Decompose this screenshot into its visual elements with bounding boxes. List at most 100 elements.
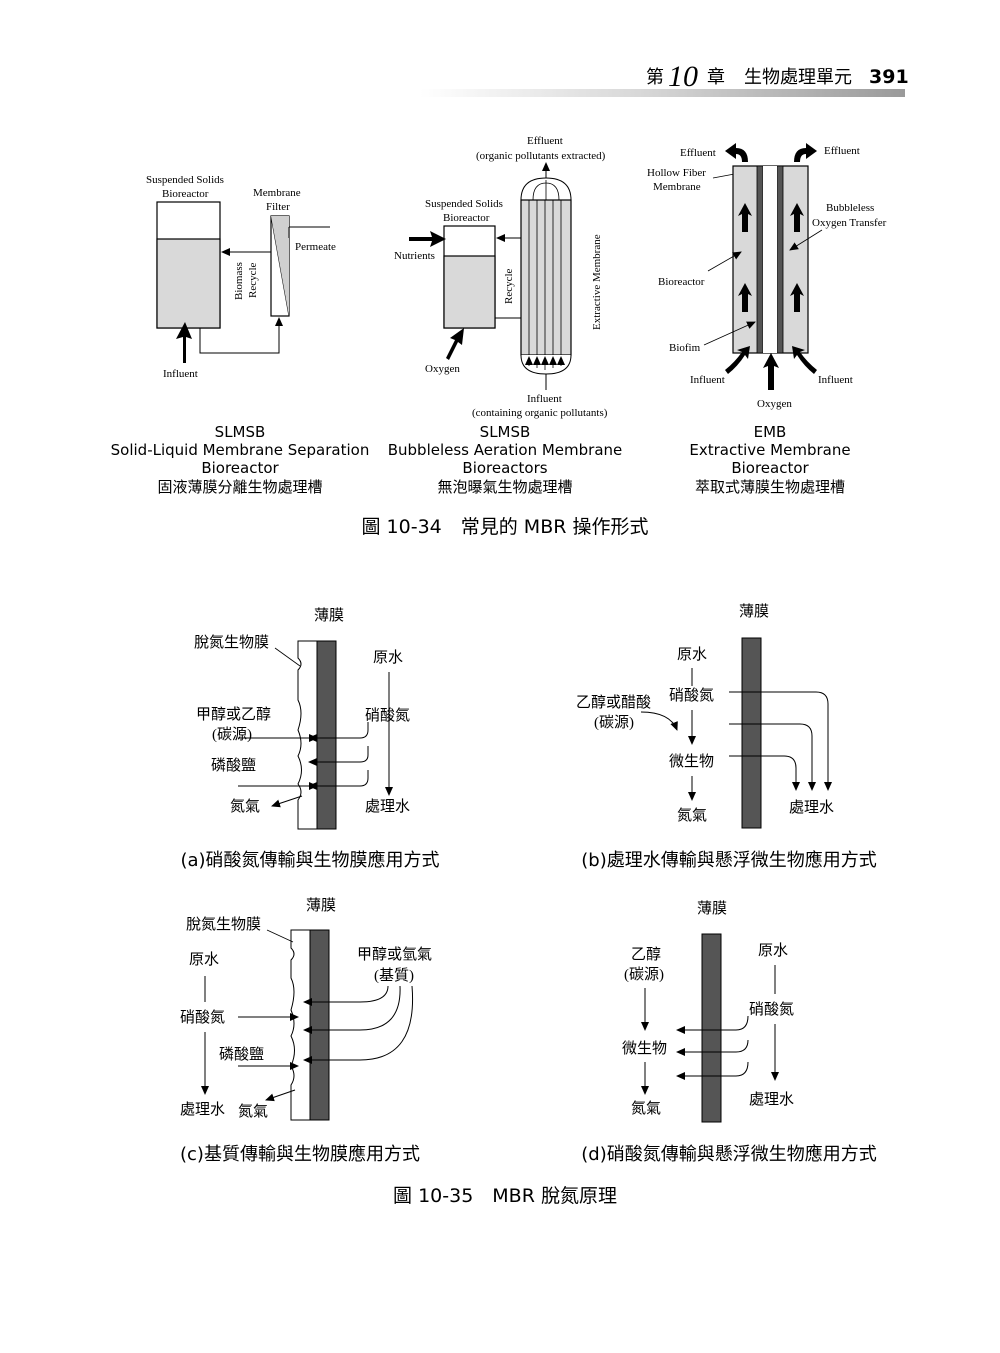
slmsb-permeate-label: Permeate bbox=[295, 241, 336, 253]
bamb-membrane-label: Extractive Membrane bbox=[591, 234, 603, 330]
emb-bubbleless-label: Bubbleless bbox=[826, 202, 874, 214]
slmsb-caption-1: SLMSB bbox=[215, 423, 266, 441]
bamb-caption-1: SLMSB bbox=[480, 423, 531, 441]
bamb-diagram: Effluent (organic pollutants extracted) … bbox=[394, 135, 608, 419]
panel-b: 薄膜 原水 硝酸氮 乙醇或醋酸 (碳源) 微生物 氮氣 處理水 bbox=[576, 603, 834, 829]
emb-membrane-right bbox=[776, 165, 784, 354]
d-carbon-sub: (碳源) bbox=[624, 966, 664, 983]
d-raw-water-label: 原水 bbox=[758, 942, 788, 959]
a-membrane-label: 薄膜 bbox=[314, 607, 344, 624]
chapter-prefix: 第 bbox=[646, 67, 664, 88]
emb-oxygen-label: Oxygen bbox=[757, 398, 792, 410]
emb-caption-3: Bioreactor bbox=[731, 459, 809, 477]
bamb-nutrients-arrow bbox=[409, 231, 446, 247]
bamb-bioreactor-label-2: Bioreactor bbox=[443, 212, 490, 224]
emb-bioreactor-label: Bioreactor bbox=[658, 276, 705, 288]
slmsb-bioreactor-label-2: Bioreactor bbox=[162, 188, 209, 200]
c-substrate-label: 甲醇或氫氣 bbox=[357, 946, 432, 963]
b-treated-label: 處理水 bbox=[789, 799, 834, 816]
b-nitrate-label: 硝酸氮 bbox=[669, 687, 714, 704]
d-nitrate-label: 硝酸氮 bbox=[749, 1001, 794, 1018]
figure34-caption: 圖 10-34 常見的 MBR 操作形式 bbox=[362, 516, 649, 538]
d-caption: (d)硝酸氮傳輸與懸浮微生物應用方式 bbox=[581, 1143, 876, 1165]
c-treated-label: 處理水 bbox=[180, 1101, 225, 1118]
b-carbon-label: 乙醇或醋酸 bbox=[576, 694, 651, 711]
b-raw-water-label: 原水 bbox=[677, 646, 707, 663]
bamb-oxygen-arrow bbox=[446, 328, 464, 360]
c-phosphate-label: 磷酸鹽 bbox=[219, 1046, 264, 1063]
a-biofilm-label: 脫氮生物膜 bbox=[194, 634, 269, 651]
emb-caption-4: 萃取式薄膜生物處理槽 bbox=[695, 478, 845, 496]
a-raw-water-label: 原水 bbox=[373, 649, 403, 666]
a-phosphate-label: 磷酸鹽 bbox=[211, 757, 256, 774]
emb-effluent-right-arrow bbox=[794, 143, 817, 162]
b-membrane-label: 薄膜 bbox=[739, 603, 769, 620]
a-nitrate-label: 硝酸氮 bbox=[365, 707, 410, 724]
emb-membrane-left bbox=[756, 165, 764, 354]
slmsb-diagram: Suspended Solids Bioreactor Membrane Fil… bbox=[146, 174, 336, 380]
b-nitrogen-label: 氮氣 bbox=[677, 807, 707, 824]
c-membrane bbox=[309, 929, 330, 1121]
figure34-sub-captions: SLMSB Solid-Liquid Membrane Separation B… bbox=[111, 423, 851, 496]
b-carbon-sub: (碳源) bbox=[594, 714, 634, 731]
slmsb-recycle-label: Biomass bbox=[233, 262, 245, 300]
a-carbon-label: 甲醇或乙醇 bbox=[196, 706, 271, 723]
figure35-caption: 圖 10-35 MBR 脫氮原理 bbox=[393, 1185, 617, 1207]
bamb-nutrients-label: Nutrients bbox=[394, 250, 435, 262]
bamb-caption-2: Bubbleless Aeration Membrane bbox=[388, 441, 623, 459]
emb-diagram: Effluent Effluent Hollow Fiber Membrane … bbox=[647, 143, 887, 410]
emb-caption-1: EMB bbox=[754, 423, 787, 441]
slmsb-caption-4: 固液薄膜分離生物處理槽 bbox=[157, 478, 322, 496]
emb-caption-2: Extractive Membrane bbox=[689, 441, 850, 459]
page-header: 第 10 章 生物處理單元 391 bbox=[420, 60, 909, 97]
panel-a: 薄膜 脫氮生物膜 原水 硝酸氮 甲醇或乙醇 (碳源) 磷酸鹽 氮氣 處理水 bbox=[194, 607, 410, 830]
d-treated-label: 處理水 bbox=[749, 1091, 794, 1108]
slmsb-influent-label: Influent bbox=[163, 368, 198, 380]
a-treated-label: 處理水 bbox=[365, 798, 410, 815]
c-membrane-label: 薄膜 bbox=[306, 897, 336, 914]
emb-influent-left: Influent bbox=[690, 374, 725, 386]
d-membrane bbox=[701, 933, 722, 1123]
bamb-effluent-sub: (organic pollutants extracted) bbox=[476, 150, 606, 162]
emb-effluent-left: Effluent bbox=[680, 147, 716, 159]
c-nitrogen-label: 氮氣 bbox=[238, 1103, 268, 1120]
emb-biofilm-label: Biofim bbox=[669, 342, 701, 354]
slmsb-membrane-label-2: Filter bbox=[266, 201, 290, 213]
emb-influent-right: Influent bbox=[818, 374, 853, 386]
c-biofilm bbox=[290, 929, 311, 1121]
a-caption: (a)硝酸氮傳輸與生物膜應用方式 bbox=[180, 849, 439, 871]
header-rule bbox=[420, 89, 905, 97]
d-carbon-label: 乙醇 bbox=[631, 946, 661, 963]
chapter-title: 生物處理單元 bbox=[744, 67, 852, 88]
d-microbes-label: 微生物 bbox=[622, 1040, 667, 1057]
emb-bubbleless-label-2: Oxygen Transfer bbox=[812, 217, 887, 229]
emb-oxygen-arrow bbox=[763, 353, 779, 390]
slmsb-membrane-label: Membrane bbox=[253, 187, 301, 199]
a-biofilm bbox=[297, 640, 318, 830]
slmsb-bioreactor-label: Suspended Solids bbox=[146, 174, 224, 186]
b-microbes-label: 微生物 bbox=[669, 753, 714, 770]
emb-hollow-fiber-label: Hollow Fiber bbox=[647, 167, 706, 179]
a-membrane bbox=[316, 640, 337, 830]
chapter-number: 10 bbox=[668, 60, 698, 93]
slmsb-tank-liquid bbox=[156, 238, 221, 329]
page-number: 391 bbox=[869, 66, 909, 88]
c-caption: (c)基質傳輸與生物膜應用方式 bbox=[180, 1143, 420, 1165]
slmsb-caption-3: Bioreactor bbox=[201, 459, 279, 477]
bamb-bioreactor-label: Suspended Solids bbox=[425, 198, 503, 210]
d-nitrogen-label: 氮氣 bbox=[631, 1100, 661, 1117]
chapter-suffix: 章 bbox=[707, 67, 725, 88]
bamb-membrane-module bbox=[520, 199, 572, 356]
bamb-influent-label: Influent bbox=[527, 393, 562, 405]
bamb-influent-sub: (containing organic pollutants) bbox=[472, 407, 608, 419]
a-carbon-sub: (碳源) bbox=[212, 726, 252, 743]
bamb-recycle-label: Recycle bbox=[503, 268, 515, 304]
emb-effluent-left-arrow bbox=[725, 143, 748, 162]
emb-effluent-right: Effluent bbox=[824, 145, 860, 157]
slmsb-influent-arrow bbox=[176, 322, 192, 363]
bamb-caption-4: 無泡曝氣生物處理槽 bbox=[437, 478, 572, 496]
c-raw-water-label: 原水 bbox=[189, 951, 219, 968]
bamb-oxygen-label: Oxygen bbox=[425, 363, 460, 375]
c-nitrate-label: 硝酸氮 bbox=[180, 1009, 225, 1026]
